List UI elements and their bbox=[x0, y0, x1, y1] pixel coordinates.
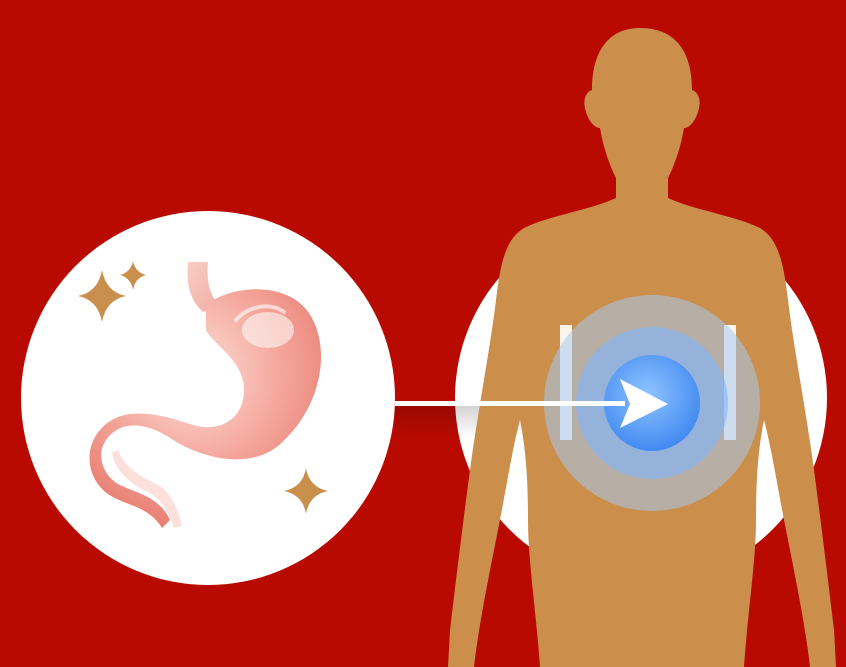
left-circle-background bbox=[21, 211, 395, 585]
stomach-circle bbox=[21, 211, 395, 585]
